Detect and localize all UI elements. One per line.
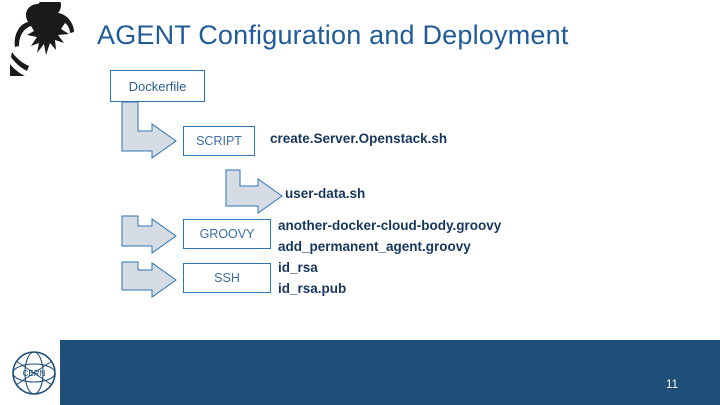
cern-logo-icon: CERN [12, 351, 56, 395]
label-groovy-file-2: add_permanent_agent.groovy [278, 239, 471, 254]
node-dockerfile-label: Dockerfile [128, 78, 187, 94]
node-ssh[interactable]: SSH [183, 263, 271, 293]
arrow-dockerfile-to-ssh [121, 261, 177, 298]
label-ssh-file-2: id_rsa.pub [278, 281, 347, 296]
label-script-file: create.Server.Openstack.sh [270, 131, 448, 146]
arrow-dockerfile-to-script [121, 101, 177, 159]
page-number: 11 [666, 379, 678, 391]
arrow-dockerfile-to-groovy [121, 215, 177, 254]
diagram-canvas [121, 101, 283, 298]
node-dockerfile[interactable]: Dockerfile [110, 70, 205, 102]
label-groovy-files: another-docker-cloud-body.groovy add_per… [278, 215, 501, 257]
label-groovy-file-1: another-docker-cloud-body.groovy [278, 218, 502, 233]
node-script[interactable]: SCRIPT [183, 126, 255, 156]
label-ssh-file-1: id_rsa [278, 260, 318, 275]
node-script-label: SCRIPT [196, 134, 242, 148]
label-userdata-file: user-data.sh [285, 186, 366, 201]
label-ssh-files: id_rsa id_rsa.pub [278, 257, 346, 299]
footer-bar [60, 340, 720, 405]
node-ssh-label: SSH [214, 271, 240, 285]
page-title: AGENT Configuration and Deployment [97, 20, 569, 50]
svg-text:CERN: CERN [23, 369, 46, 378]
person-silhouette-icon [10, 2, 74, 76]
node-groovy-label: GROOVY [199, 227, 255, 241]
arrow-script-to-userdata [225, 169, 283, 214]
node-groovy[interactable]: GROOVY [183, 219, 271, 249]
